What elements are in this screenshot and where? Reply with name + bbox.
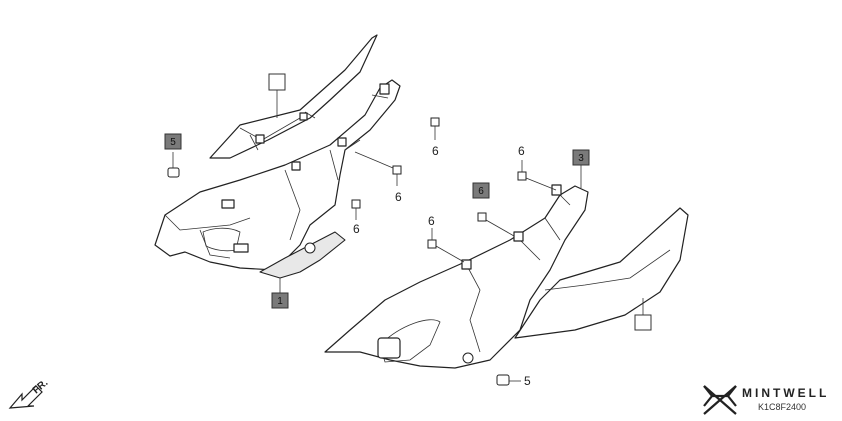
right-trim-panel	[514, 207, 689, 339]
bolt-5-bottom	[496, 374, 521, 386]
bolt-5-left	[167, 152, 180, 178]
callout-6-box-label: 6	[478, 186, 484, 197]
callout-6-e-label: 6	[428, 214, 435, 228]
front-direction-arrow: FR.	[8, 377, 50, 409]
callout-6-d-label: 6	[518, 144, 525, 158]
right-side-cover	[324, 184, 589, 369]
callout-1-label: 1	[277, 296, 283, 307]
callout-6-b-label: 6	[395, 190, 402, 204]
screw-6-lower	[351, 199, 361, 220]
callout-5-box-label: 5	[170, 137, 176, 148]
screw-6-right-upper	[517, 160, 557, 191]
callout-6-c-label: 6	[353, 222, 360, 236]
upper-small-cover	[209, 34, 378, 159]
callout-box-6	[472, 182, 490, 199]
callout-box-5	[164, 133, 182, 150]
callout-box-blank-upper	[268, 73, 286, 91]
screw-6-mid	[354, 151, 402, 186]
callout-6-a-label: 6	[432, 144, 439, 158]
brand-name: MINTWELL	[742, 386, 829, 400]
brand-logo	[703, 385, 737, 415]
left-side-cover	[154, 79, 401, 279]
screw-6-boxed	[477, 212, 515, 237]
callout-5-label: 5	[524, 374, 531, 388]
callout-3-label: 3	[578, 153, 584, 164]
diagram-code: K1C8F2400	[758, 402, 806, 412]
callout-box-1	[271, 292, 289, 309]
screw-6-upper	[430, 117, 440, 140]
callout-box-3	[572, 149, 590, 166]
screw-6-left-lower	[427, 228, 465, 263]
callout-box-blank-right	[634, 314, 652, 331]
